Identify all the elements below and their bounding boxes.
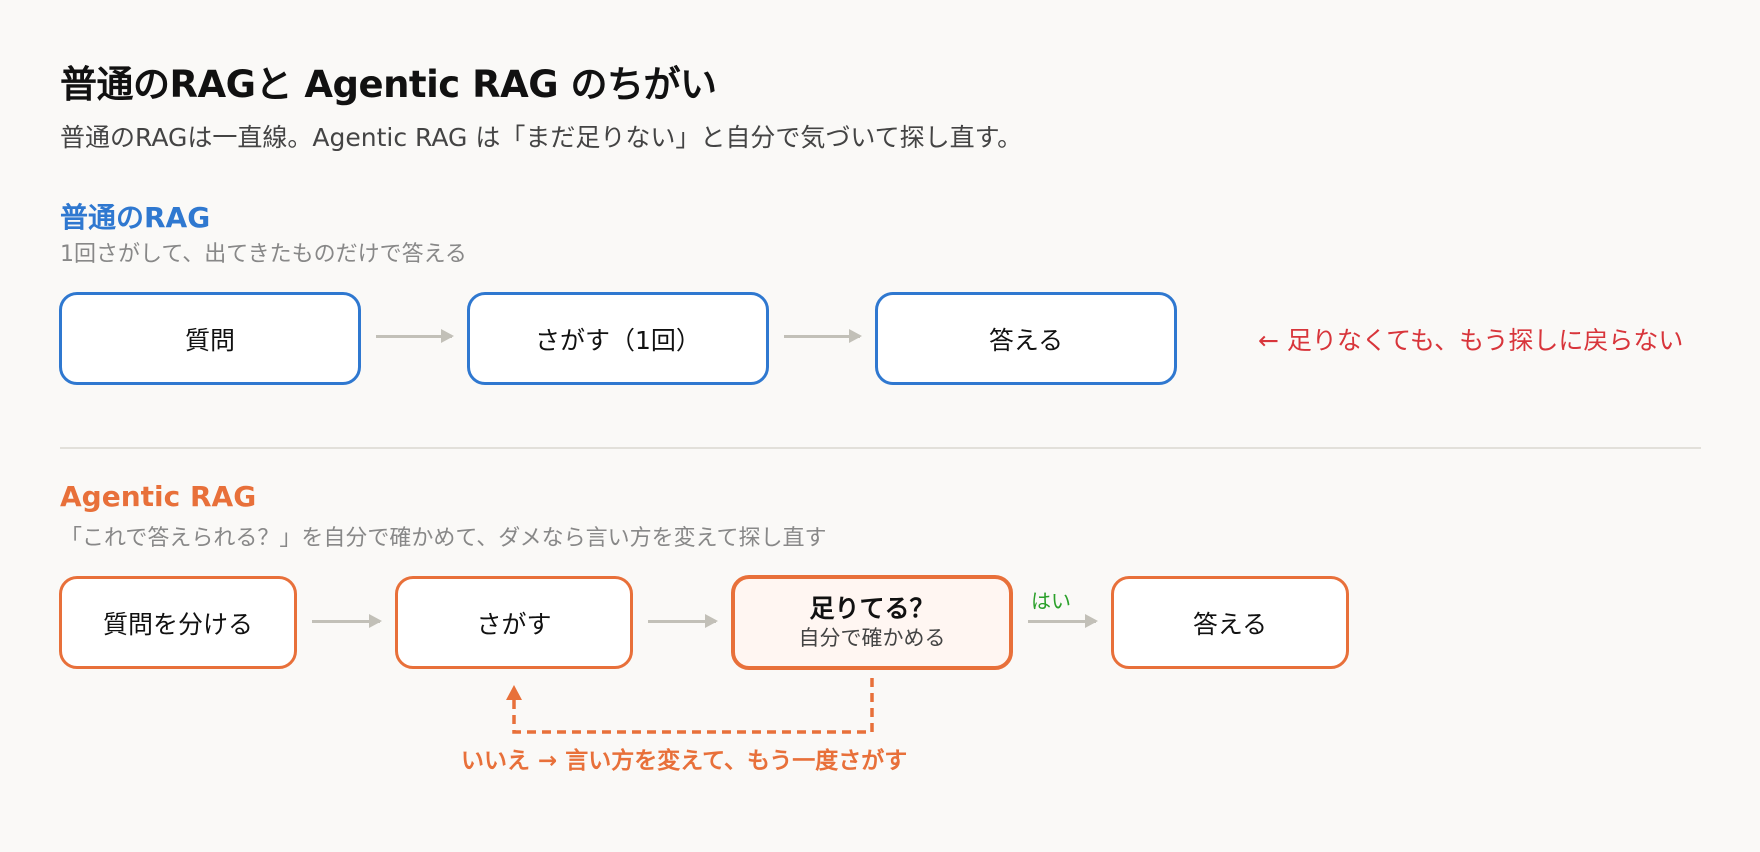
normal-step-answer: 答える xyxy=(875,292,1177,385)
normal-rag-heading: 普通のRAG xyxy=(60,201,211,234)
normal-step-search-once: さがす（1回） xyxy=(467,292,769,385)
normal-rag-note: ← 足りなくても、もう探しに戻らない xyxy=(1258,326,1684,355)
agentic-arrow-yes xyxy=(1028,614,1098,628)
page-subtitle: 普通のRAGは一直線。Agentic RAG は「まだ足りない」と自分で気づいて… xyxy=(60,123,1023,152)
agentic-step-search: さがす xyxy=(395,576,633,669)
agentic-step-answer: 答える xyxy=(1111,576,1349,669)
agentic-step-split-question: 質問を分ける xyxy=(59,576,297,669)
agentic-step-search-label: さがす xyxy=(476,609,552,639)
section-divider xyxy=(60,447,1701,449)
page-title: 普通のRAGと Agentic RAG のちがい xyxy=(60,63,717,106)
retry-loop-path xyxy=(512,678,874,734)
agentic-rag-heading: Agentic RAG xyxy=(60,480,257,513)
retry-loop-arrowhead xyxy=(506,685,522,700)
agentic-step-split-question-label: 質問を分ける xyxy=(102,609,253,639)
yes-label: はい xyxy=(1031,589,1071,613)
agentic-step-answer-label: 答える xyxy=(1192,609,1268,639)
agentic-arrow-2 xyxy=(648,614,718,628)
retry-loop-label: いいえ → 言い方を変えて、もう一度さがす xyxy=(461,748,908,774)
normal-step-answer-label: 答える xyxy=(988,325,1064,355)
decision-title: 足りてる？ xyxy=(809,593,935,623)
decision-subtitle: 自分で確かめる xyxy=(798,625,946,650)
agentic-rag-caption: 「これで答えられる？」を自分で確かめて、ダメなら言い方を変えて探し直す xyxy=(60,526,827,551)
normal-arrow-2 xyxy=(784,329,862,343)
normal-step-question-label: 質問 xyxy=(184,325,235,355)
normal-arrow-1 xyxy=(376,329,454,343)
normal-step-question: 質問 xyxy=(59,292,361,385)
agentic-decision-enough: 足りてる？ 自分で確かめる xyxy=(731,575,1013,670)
normal-step-search-once-label: さがす（1回） xyxy=(535,325,701,355)
normal-rag-caption: 1回さがして、出てきたものだけで答える xyxy=(60,242,467,267)
agentic-arrow-1 xyxy=(312,614,382,628)
